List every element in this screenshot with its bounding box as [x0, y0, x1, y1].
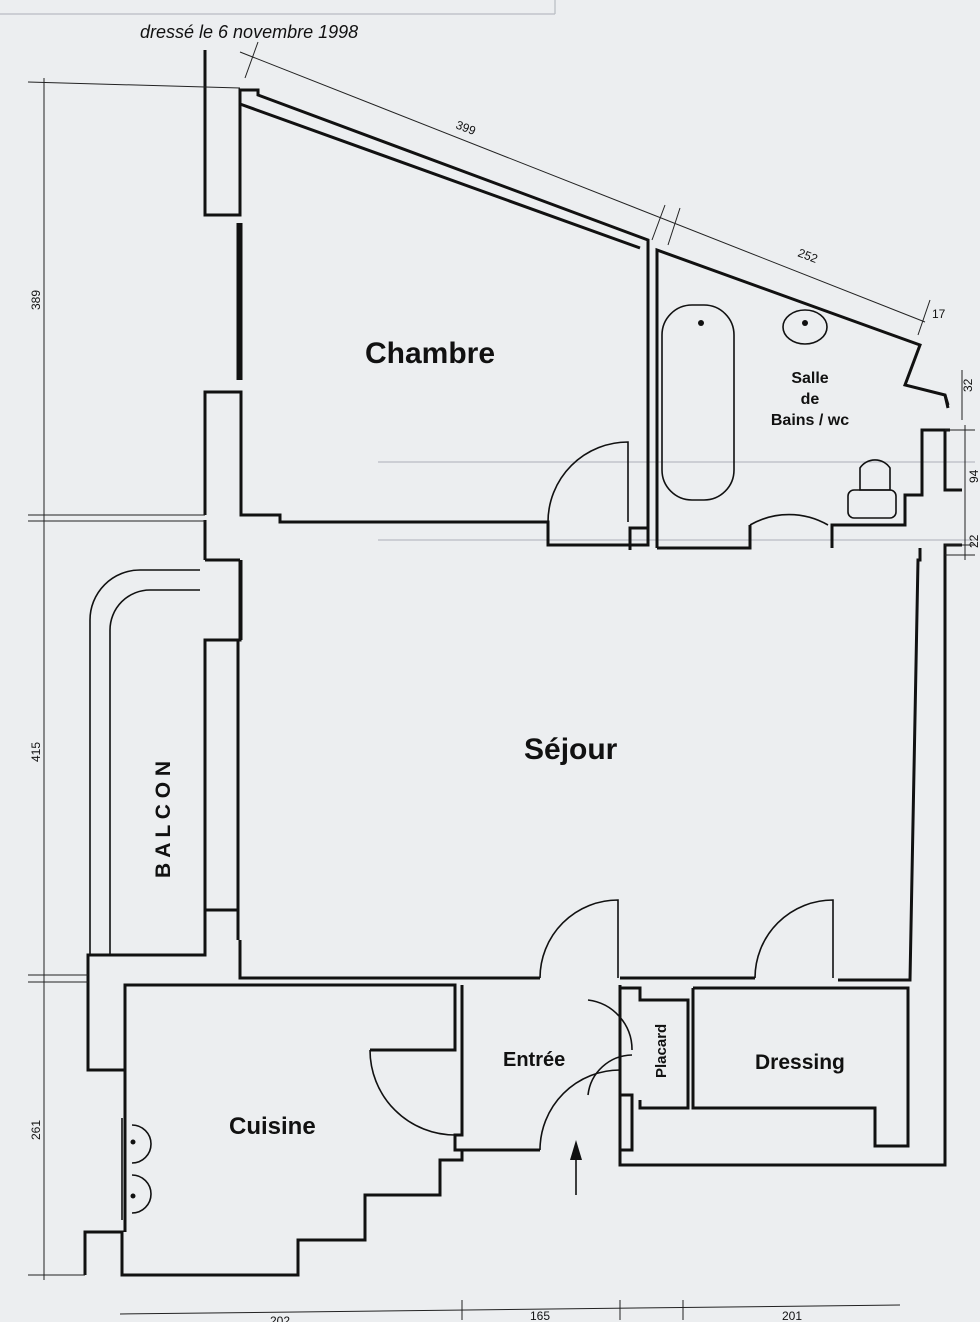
- entrance-arrow-icon: [570, 1140, 582, 1160]
- walls: [83, 50, 962, 1277]
- doors: [369, 441, 834, 1151]
- room-placard: Placard: [653, 1024, 670, 1078]
- toilet: [859, 459, 891, 491]
- room-sejour: Séjour: [524, 733, 618, 766]
- room-sdb-line2: de: [801, 391, 820, 408]
- washbasin: [782, 309, 828, 345]
- dim-top-17: 17: [932, 307, 946, 321]
- room-chambre: Chambre: [365, 337, 495, 370]
- bathtub: [661, 304, 735, 501]
- dim-bottom-201: 201: [782, 1309, 802, 1322]
- room-entree: Entrée: [503, 1049, 565, 1071]
- plan-date-caption: dressé le 6 novembre 1998: [140, 22, 358, 42]
- dim-top-399: 399: [454, 118, 478, 138]
- dim-top-252: 252: [796, 246, 820, 266]
- room-cuisine: Cuisine: [229, 1113, 316, 1140]
- room-sdb-line3: Bains / wc: [771, 412, 849, 429]
- bathtub-drain: [698, 320, 704, 326]
- fixtures: [89, 304, 897, 1220]
- background-ghost-lines: [0, 0, 975, 541]
- dimension-lines: [27, 41, 975, 1320]
- room-dressing: Dressing: [755, 1051, 845, 1074]
- dim-bottom-165: 165: [530, 1309, 550, 1322]
- dim-left-415: 415: [29, 742, 43, 762]
- sink-bowl-2: [131, 1174, 152, 1214]
- dim-right-94: 94: [967, 469, 980, 483]
- dim-left-389: 389: [29, 290, 43, 310]
- dim-right-32: 32: [961, 378, 975, 392]
- dim-bottom-202: 202: [270, 1314, 290, 1322]
- dim-right-22: 22: [967, 534, 980, 548]
- room-balcon: B A L C O N: [152, 761, 175, 878]
- sink-bowl-1: [131, 1124, 152, 1164]
- dim-left-261: 261: [29, 1120, 43, 1140]
- room-labels: Chambre Salle de Bains / wc Séjour B A L…: [152, 337, 849, 1140]
- dimension-labels: 399 252 17 32 94 22 389 415 261 202 165 …: [29, 118, 980, 1322]
- room-sdb-line1: Salle: [791, 370, 828, 387]
